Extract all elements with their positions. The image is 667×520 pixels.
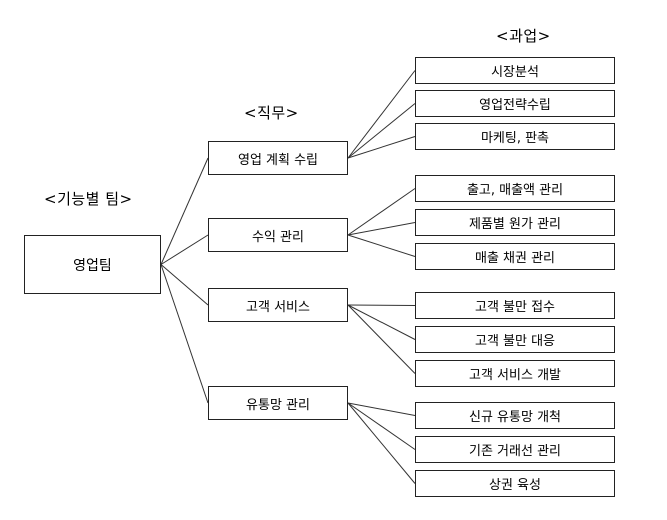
connector-duty-2-task-1	[347, 188, 416, 236]
connector-duty-3-task-2	[347, 304, 416, 340]
task-box-1-1: 시장분석	[415, 57, 615, 84]
duty-box-4: 유통망 관리	[208, 386, 348, 420]
root-box-sales-team: 영업팀	[24, 235, 161, 294]
connector-duty-3-task-3	[347, 304, 416, 374]
connector-duty-1-task-1	[347, 70, 416, 159]
connector-duty-2-task-3	[347, 234, 416, 257]
task-box-2-1: 출고, 매출액 관리	[415, 175, 615, 202]
duty-box-1: 영업 계획 수립	[208, 141, 348, 175]
connector-root-duty-2	[160, 234, 209, 265]
task-box-4-1: 신규 유통망 개척	[415, 402, 615, 429]
task-box-1-2: 영업전략수립	[415, 90, 615, 117]
connector-duty-3-task-1	[347, 304, 416, 306]
duty-box-2: 수익 관리	[208, 218, 348, 252]
task-box-1-3: 마케팅, 판촉	[415, 123, 615, 150]
connector-duty-1-task-2	[347, 103, 416, 159]
task-box-4-3: 상권 육성	[415, 470, 615, 497]
connector-duty-2-task-2	[347, 222, 416, 236]
task-box-2-3: 매출 채권 관리	[415, 243, 615, 270]
connector-duty-4-task-3	[347, 402, 416, 484]
connector-duty-1-task-3	[347, 136, 416, 159]
task-box-3-3: 고객 서비스 개발	[415, 360, 615, 387]
connector-root-duty-1	[160, 157, 209, 265]
duty-box-3: 고객 서비스	[208, 288, 348, 322]
task-box-2-2: 제품별 원가 관리	[415, 209, 615, 236]
header-team: <기능별 팀>	[44, 190, 133, 208]
connector-duty-4-task-2	[347, 402, 416, 450]
task-box-3-1: 고객 불만 접수	[415, 292, 615, 319]
task-box-3-2: 고객 불만 대응	[415, 326, 615, 353]
header-task: <과업>	[496, 27, 551, 45]
connector-root-duty-3	[160, 264, 209, 306]
header-duty: <직무>	[244, 104, 299, 122]
task-box-4-2: 기존 거래선 관리	[415, 436, 615, 463]
connector-root-duty-4	[160, 264, 209, 404]
connector-duty-4-task-1	[347, 402, 416, 416]
